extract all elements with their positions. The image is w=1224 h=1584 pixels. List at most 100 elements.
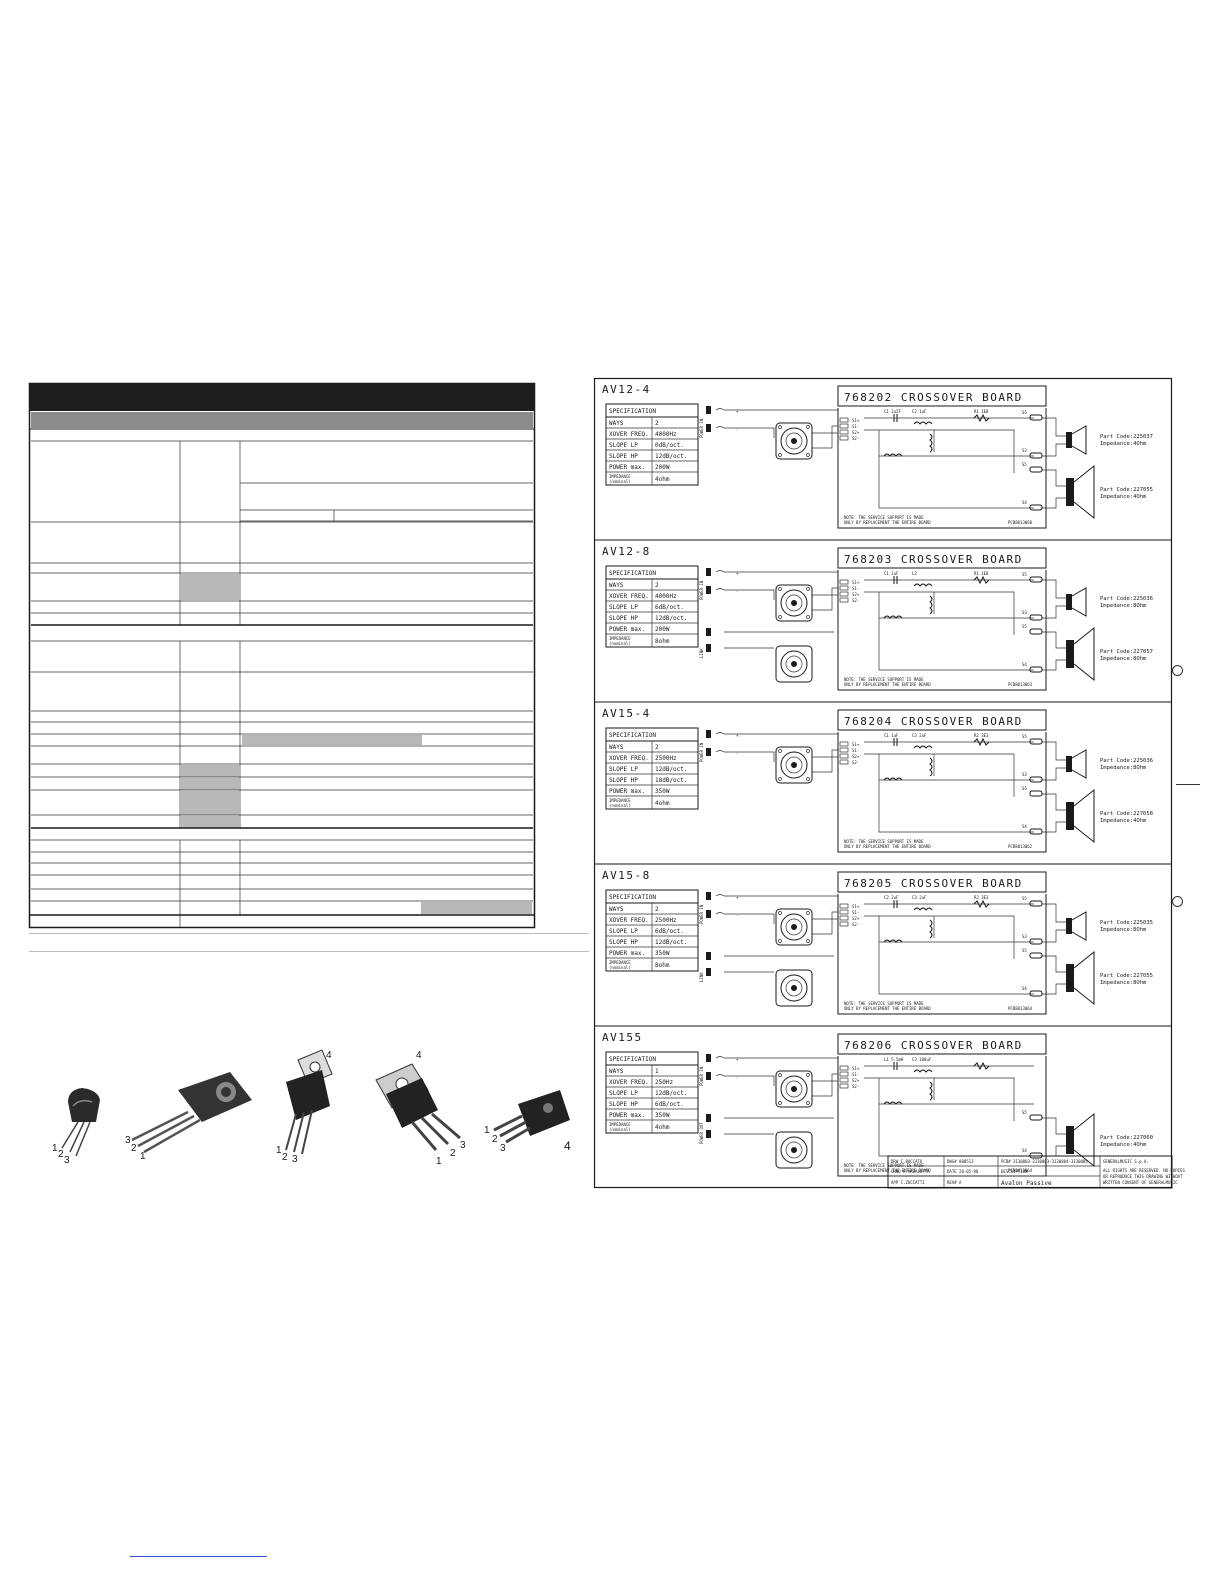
spec-value: 4ohm xyxy=(655,476,670,483)
hf-impedance: Impedance:8Ohm xyxy=(1100,927,1147,933)
section-divider xyxy=(29,933,589,934)
binding-hole xyxy=(1172,896,1183,907)
spec-label: POWER max. xyxy=(609,1112,645,1119)
spec-label: WAYS xyxy=(609,906,624,913)
woofer-symbol xyxy=(1066,1112,1095,1168)
power-in-label: POWER IN xyxy=(699,1066,704,1086)
speakon-socket xyxy=(775,908,813,946)
spec-label: XOVER FREQ. xyxy=(609,1079,649,1086)
tweeter-symbol xyxy=(1066,587,1087,617)
pcb-code: PCB8013064 xyxy=(1008,1006,1033,1011)
service-note: NOTE: THE SERVICE SUPPORT IS MADE xyxy=(844,515,924,520)
speakon-socket xyxy=(775,422,813,460)
title-dwg: DWG# 800513 xyxy=(947,1159,974,1164)
hf-impedance: Impedance:4Ohm xyxy=(1100,441,1147,447)
board-title: 768204 CROSSOVER BOARD xyxy=(844,715,1023,728)
terminal-label: S5 xyxy=(1022,786,1027,791)
hf-part-code: Part Code:225037 xyxy=(1100,434,1153,440)
speakon-socket xyxy=(775,584,813,622)
lf-part-code: Part Code:227058 xyxy=(1100,811,1153,817)
lf-part-code: Part Code:227057 xyxy=(1100,649,1153,655)
link-underline[interactable] xyxy=(130,1556,267,1557)
title-app: APP C.ZUCCATTI xyxy=(891,1180,925,1185)
title-company: GENERALMUSIC S.p.A. xyxy=(1103,1159,1149,1164)
spec-table-grid xyxy=(28,382,536,929)
to264-package: 1 2 3 4 xyxy=(484,1090,571,1154)
lf-impedance: Impedance:4Ohm xyxy=(1100,494,1147,500)
pin-label: + xyxy=(736,409,739,414)
binding-hole xyxy=(1172,665,1183,676)
power-in-label: POWER IN xyxy=(699,904,704,924)
spec-label: IMPEDANCE xyxy=(609,474,631,479)
component-label: C1 1uF xyxy=(884,571,899,576)
to264-pin-1: 1 xyxy=(484,1125,490,1136)
pin-label: + xyxy=(736,1057,739,1062)
spec-label: POWER max. xyxy=(609,464,645,471)
title-date: DATE 20-05-98 xyxy=(947,1169,979,1174)
pcb-code: PCB8013060 xyxy=(1008,520,1033,525)
spec-label: SLOPE LP xyxy=(609,928,638,935)
spec-value: 250Hz xyxy=(655,1079,673,1086)
spec-label: SLOPE LP xyxy=(609,442,638,449)
pin-label: - xyxy=(736,913,738,918)
spec-value: 12dB/oct. xyxy=(655,615,688,622)
spec-value: 4ohm xyxy=(655,1124,670,1131)
spec-label: IMPEDANCE xyxy=(609,960,631,965)
title-rights: ALL RIGHTS ARE RESERVED. NO COPIES xyxy=(1103,1168,1185,1173)
terminal-label: S4 xyxy=(1022,986,1027,991)
terminal-label: S3 xyxy=(1022,934,1027,939)
speakon-socket xyxy=(775,1070,813,1108)
spec-label: (nominal) xyxy=(609,965,631,970)
terminal-label: S3 xyxy=(1022,772,1027,777)
tweeter-symbol xyxy=(1066,911,1087,941)
pin-label: + xyxy=(736,571,739,576)
lf-impedance: Impedance:8Ohm xyxy=(1100,656,1147,662)
spec-value: 4000Hz xyxy=(655,593,677,600)
spec-label: SLOPE LP xyxy=(609,1090,638,1097)
spec-label: POWER max. xyxy=(609,950,645,957)
component-label: R2 3E3 xyxy=(974,895,989,900)
service-note: ONLY BY REPLACEMENT THE ENTIRE BOARD xyxy=(844,844,931,849)
spec-value: 4000Hz xyxy=(655,431,677,438)
to218-pin-3: 3 xyxy=(460,1140,466,1151)
pin-label: + xyxy=(736,733,739,738)
lf-impedance: Impedance:4Ohm xyxy=(1100,818,1147,824)
speakon-socket xyxy=(775,746,813,784)
sot32-pin-3: 3 xyxy=(125,1135,131,1146)
to92-pin-1: 1 xyxy=(52,1143,58,1154)
service-note: ONLY BY REPLACEMENT THE ENTIRE BOARD xyxy=(844,520,931,525)
model-title: AV12-4 xyxy=(602,383,651,396)
spec-value: 6dB/oct. xyxy=(655,928,684,935)
board-pin-label: S1- xyxy=(852,1072,859,1077)
speakon-socket-2 xyxy=(775,969,813,1007)
spec-label: XOVER FREQ. xyxy=(609,431,649,438)
component-label: C3 2uF xyxy=(912,733,927,738)
spec-value: 350W xyxy=(655,788,670,795)
title-chkd: CHKD R.MAZALOTTA xyxy=(891,1169,930,1174)
spec-label: SLOPE HP xyxy=(609,939,638,946)
spec-label: SLOPE HP xyxy=(609,1101,638,1108)
board-pin-label: S1+ xyxy=(852,1066,860,1071)
to264-pin-2: 2 xyxy=(492,1134,498,1145)
spec-label: XOVER FREQ. xyxy=(609,593,649,600)
link-label: LINK xyxy=(699,972,704,982)
terminal-label: S5 xyxy=(1022,896,1027,901)
spec-label: SLOPE HP xyxy=(609,453,638,460)
woofer-symbol xyxy=(1066,464,1095,520)
pin-label: - xyxy=(736,589,738,594)
service-note: ONLY BY REPLACEMENT THE ENTIRE BOARD xyxy=(844,682,931,687)
to220-package: 1 2 3 4 xyxy=(276,1049,333,1165)
to92-pin-2: 2 xyxy=(58,1149,64,1160)
spec-value: 2 xyxy=(655,420,659,427)
title-drw: DRW C.BOCCATO xyxy=(891,1159,923,1164)
board-title: 768202 CROSSOVER BOARD xyxy=(844,391,1023,404)
spec-title: SPECIFICATION xyxy=(609,570,656,577)
package-illustrations: 1 2 3 3 2 1 1 2 3 4 4 1 2 3 xyxy=(40,1049,600,1167)
pin-label: - xyxy=(736,751,738,756)
spec-label: POWER max. xyxy=(609,626,645,633)
board-pin-label: S2- xyxy=(852,598,859,603)
component-label: R1 1E0 xyxy=(974,571,989,576)
spec-value: 12dB/oct. xyxy=(655,453,688,460)
